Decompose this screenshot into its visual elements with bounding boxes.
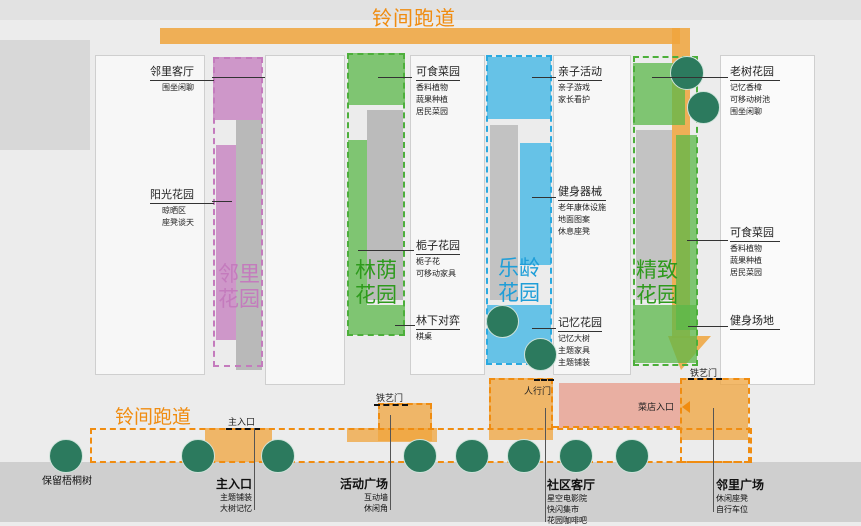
- tree-icon: [261, 439, 295, 473]
- tree-icon: [507, 439, 541, 473]
- tree-icon: [615, 439, 649, 473]
- gate-iron-1[interactable]: 铁艺门: [376, 394, 404, 404]
- tree-icon: [687, 91, 720, 124]
- label-sun-garden: 阳光花园 晾晒区 座凳谈天: [150, 186, 214, 228]
- label-edible-garden-1: 可食菜园 香料植物 蔬果种植 居民菜园: [416, 65, 460, 116]
- label-activity-plaza: 活动广场 互动墙 休闲角: [339, 477, 388, 513]
- gate-vegetable-shop[interactable]: 菜店入口: [638, 403, 675, 413]
- label-main-entry: 主入口 主题铺装 大树记忆: [215, 477, 252, 513]
- tree-icon: [670, 56, 704, 90]
- tree-icon: [403, 439, 437, 473]
- label-edible-garden-2: 可食菜园 香料植物 蔬果种植 居民菜园: [730, 224, 780, 278]
- label-neighbor-lounge: 邻里客厅 围坐闲聊: [150, 63, 214, 93]
- gate-pedestrian[interactable]: 人行门: [524, 387, 552, 397]
- label-community-lounge: 社区客厅 星空电影院 快闪集市 花园咖啡吧: [547, 478, 596, 525]
- label-fitness-site: 健身场地: [730, 312, 780, 330]
- tree-icon: [49, 439, 83, 473]
- tree-icon: [559, 439, 593, 473]
- label-neighbor-plaza: 邻里广场 休闲座凳 自行车位: [716, 478, 765, 514]
- running-track-bottom-title: 铃间跑道: [115, 406, 192, 428]
- label-fitness-equipment: 健身器械 老年康体设施 地面图案 休息座凳: [558, 185, 606, 236]
- tree-icon: [181, 439, 215, 473]
- vegetable-shop: [559, 383, 680, 428]
- tree-icon: [455, 439, 489, 473]
- label-memory-garden: 记忆花园 记忆大树 主题家具 主题铺装: [558, 316, 602, 367]
- gate-main-entrance[interactable]: 主入口: [228, 418, 256, 428]
- tree-icon: [524, 338, 557, 371]
- gate-iron-2[interactable]: 铁艺门: [690, 369, 718, 379]
- label-old-tree-garden: 老树花园 记忆香樟 可移动树池 围坐闲聊: [730, 63, 780, 117]
- label-chess-under-trees: 林下对弈 棋桌: [416, 314, 460, 341]
- running-track-title: 铃间跑道: [372, 6, 456, 30]
- label-parent-child: 亲子活动 亲子游戏 家长看护: [558, 65, 602, 104]
- label-gardenia-garden: 栀子花园 栀子花 可移动家具: [416, 239, 460, 278]
- tree-icon: [486, 305, 519, 338]
- arrow-left-icon: [682, 401, 690, 413]
- label-preserved-plane-tree: 保留梧桐树: [42, 476, 92, 487]
